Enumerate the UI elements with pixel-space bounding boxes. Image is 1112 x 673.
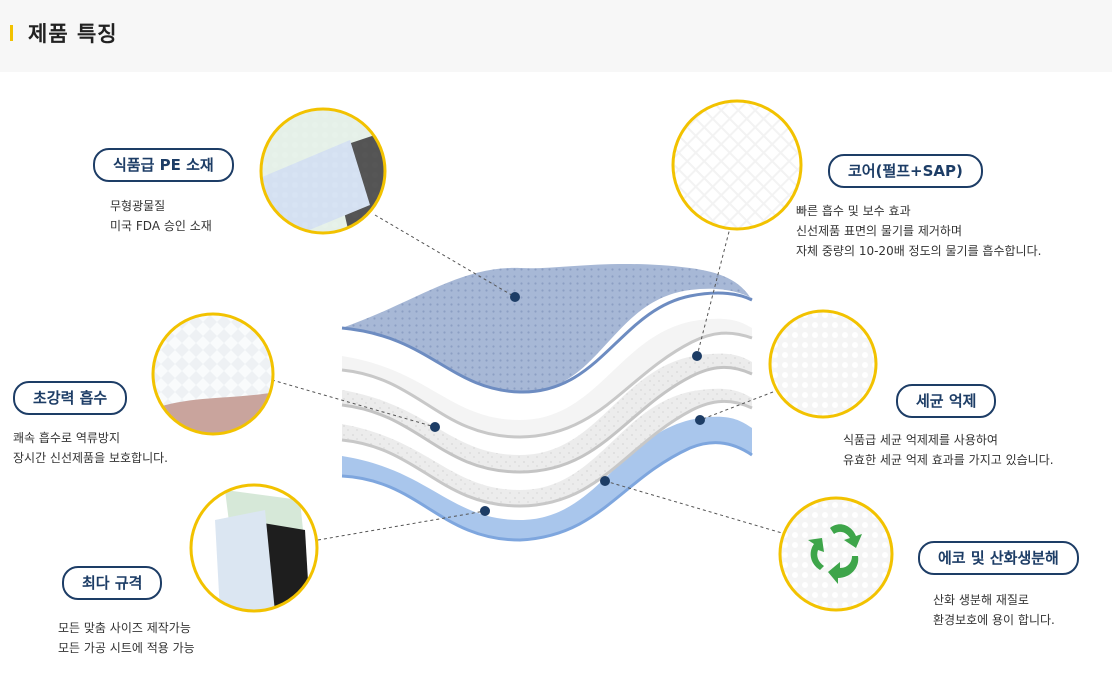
antibacterial-label: 세균 억제 [896,384,997,418]
desc-line: 모든 맞춤 사이즈 제작가능 [58,621,191,635]
pe-material-photo [259,107,387,235]
pe-material-label: 식품급 PE 소재 [93,148,234,182]
desc-line: 환경보호에 용이 합니다. [933,613,1055,627]
size-description: 모든 맞춤 사이즈 제작가능 모든 가공 시트에 적용 가능 [58,618,195,658]
core-layer [342,353,752,472]
desc-line: 자체 중량의 10-20배 정도의 물기를 흡수합니다. [796,244,1042,258]
desc-line: 빠른 흡수 및 보수 효과 [796,204,911,218]
desc-line: 유효한 세균 억제 효과를 가지고 있습니다. [843,453,1054,467]
page-title: 제품 특징 [28,22,118,46]
antibacterial-photo [768,309,878,419]
desc-line: 무형광물질 [110,199,166,213]
marker-core [692,351,702,361]
eco-label: 에코 및 산화생분해 [918,541,1079,575]
antibacterial-layer [342,388,752,506]
core-label: 코어(펄프+SAP) [828,154,983,188]
eco-recycle-photo [778,496,894,612]
core-quilt-photo [671,99,803,231]
desc-line: 산화 생분해 재질로 [933,593,1029,607]
antibacterial-description: 식품급 세균 억제제를 사용하여 유효한 세균 억제 효과를 가지고 있습니다. [843,430,1054,470]
size-label: 최다 규격 [62,566,163,600]
desc-line: 모든 가공 시트에 적용 가능 [58,641,195,655]
various-sizes-photo [189,483,319,613]
recycle-icon [808,524,862,584]
bottom-layer [342,416,752,540]
marker-size [480,506,490,516]
marker-eco [600,476,610,486]
desc-line: 식품급 세균 억제제를 사용하여 [843,433,998,447]
header-accent-bar [10,25,13,41]
desc-line: 장시간 신선제품을 보호합니다. [13,451,168,465]
absorb-label: 초강력 흡수 [13,381,128,415]
absorbent-crystals-photo [151,312,275,436]
marker-absorb [430,422,440,432]
desc-line: 신선제품 표면의 물기를 제거하며 [796,224,963,238]
section-header: 제품 특징 [0,0,1112,72]
desc-line: 미국 FDA 승인 소재 [110,219,212,233]
eco-description: 산화 생분해 재질로 환경보호에 용이 합니다. [933,590,1055,630]
desc-line: 쾌속 흡수로 역류방지 [13,431,120,445]
pe-material-description: 무형광물질 미국 FDA 승인 소재 [110,196,212,236]
core-description: 빠른 흡수 및 보수 효과 신선제품 표면의 물기를 제거하며 자체 중량의 1… [796,201,1041,261]
absorb-description: 쾌속 흡수로 역류방지 장시간 신선제품을 보호합니다. [13,428,168,468]
marker-antibac [695,415,705,425]
absorb-layer [342,318,752,437]
pe-layer [342,263,752,393]
marker-pe [510,292,520,302]
